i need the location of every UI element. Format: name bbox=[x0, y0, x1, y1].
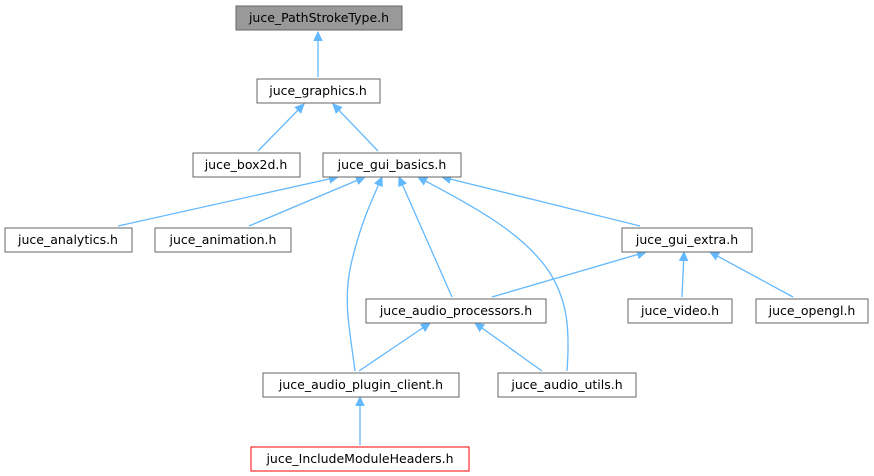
node-label: juce_gui_extra.h bbox=[635, 232, 738, 247]
edge-opengl-to-gui-extra bbox=[710, 251, 794, 298]
edge-audio-utils-to-audio-processors bbox=[475, 323, 543, 372]
edge-analytics-to-gui-basics bbox=[117, 177, 338, 227]
node-video[interactable]: juce_video.h bbox=[627, 298, 733, 324]
node-label: juce_IncludeModuleHeaders.h bbox=[265, 451, 453, 466]
node-include-module-headers[interactable]: juce_IncludeModuleHeaders.h bbox=[250, 446, 470, 472]
node-label: juce_audio_processors.h bbox=[379, 303, 532, 318]
node-gui-extra[interactable]: juce_gui_extra.h bbox=[621, 227, 753, 253]
node-label: juce_graphics.h bbox=[268, 83, 367, 98]
node-label: juce_video.h bbox=[640, 303, 719, 318]
edge-audio-utils-to-gui-basics bbox=[418, 176, 569, 372]
node-audio-processors[interactable]: juce_audio_processors.h bbox=[365, 298, 547, 324]
edge-audio-plugin-client-to-audio-processors bbox=[358, 323, 430, 372]
edge-box2d-to-graphics bbox=[257, 104, 304, 152]
node-graphics[interactable]: juce_graphics.h bbox=[256, 78, 381, 104]
node-box2d[interactable]: juce_box2d.h bbox=[192, 152, 301, 178]
node-label: juce_PathStrokeType.h bbox=[248, 10, 389, 25]
edge-gui-basics-to-graphics bbox=[333, 104, 379, 152]
edge-audio-processors-to-gui-extra bbox=[491, 252, 646, 298]
edge-gui-extra-to-gui-basics bbox=[442, 177, 641, 227]
node-label: juce_audio_utils.h bbox=[510, 377, 622, 392]
node-gui-basics[interactable]: juce_gui_basics.h bbox=[322, 152, 462, 178]
edge-audio-processors-to-gui-basics bbox=[399, 177, 453, 298]
node-opengl[interactable]: juce_opengl.h bbox=[755, 298, 869, 324]
node-label: juce_gui_basics.h bbox=[337, 157, 447, 172]
node-label: juce_box2d.h bbox=[204, 157, 288, 172]
node-audio-utils[interactable]: juce_audio_utils.h bbox=[497, 372, 637, 398]
node-path-stroke-type[interactable]: juce_PathStrokeType.h bbox=[235, 5, 403, 31]
edge-animation-to-gui-basics bbox=[248, 177, 365, 227]
node-analytics[interactable]: juce_analytics.h bbox=[4, 227, 133, 253]
node-label: juce_analytics.h bbox=[17, 232, 118, 247]
node-animation[interactable]: juce_animation.h bbox=[154, 227, 292, 253]
node-label: juce_opengl.h bbox=[768, 303, 856, 318]
node-label: juce_animation.h bbox=[169, 232, 277, 247]
node-audio-plugin-client[interactable]: juce_audio_plugin_client.h bbox=[262, 372, 460, 398]
node-label: juce_audio_plugin_client.h bbox=[278, 377, 443, 392]
edge-audio-plugin-client-to-gui-basics bbox=[346, 177, 382, 372]
edge-video-to-gui-extra bbox=[682, 252, 684, 298]
